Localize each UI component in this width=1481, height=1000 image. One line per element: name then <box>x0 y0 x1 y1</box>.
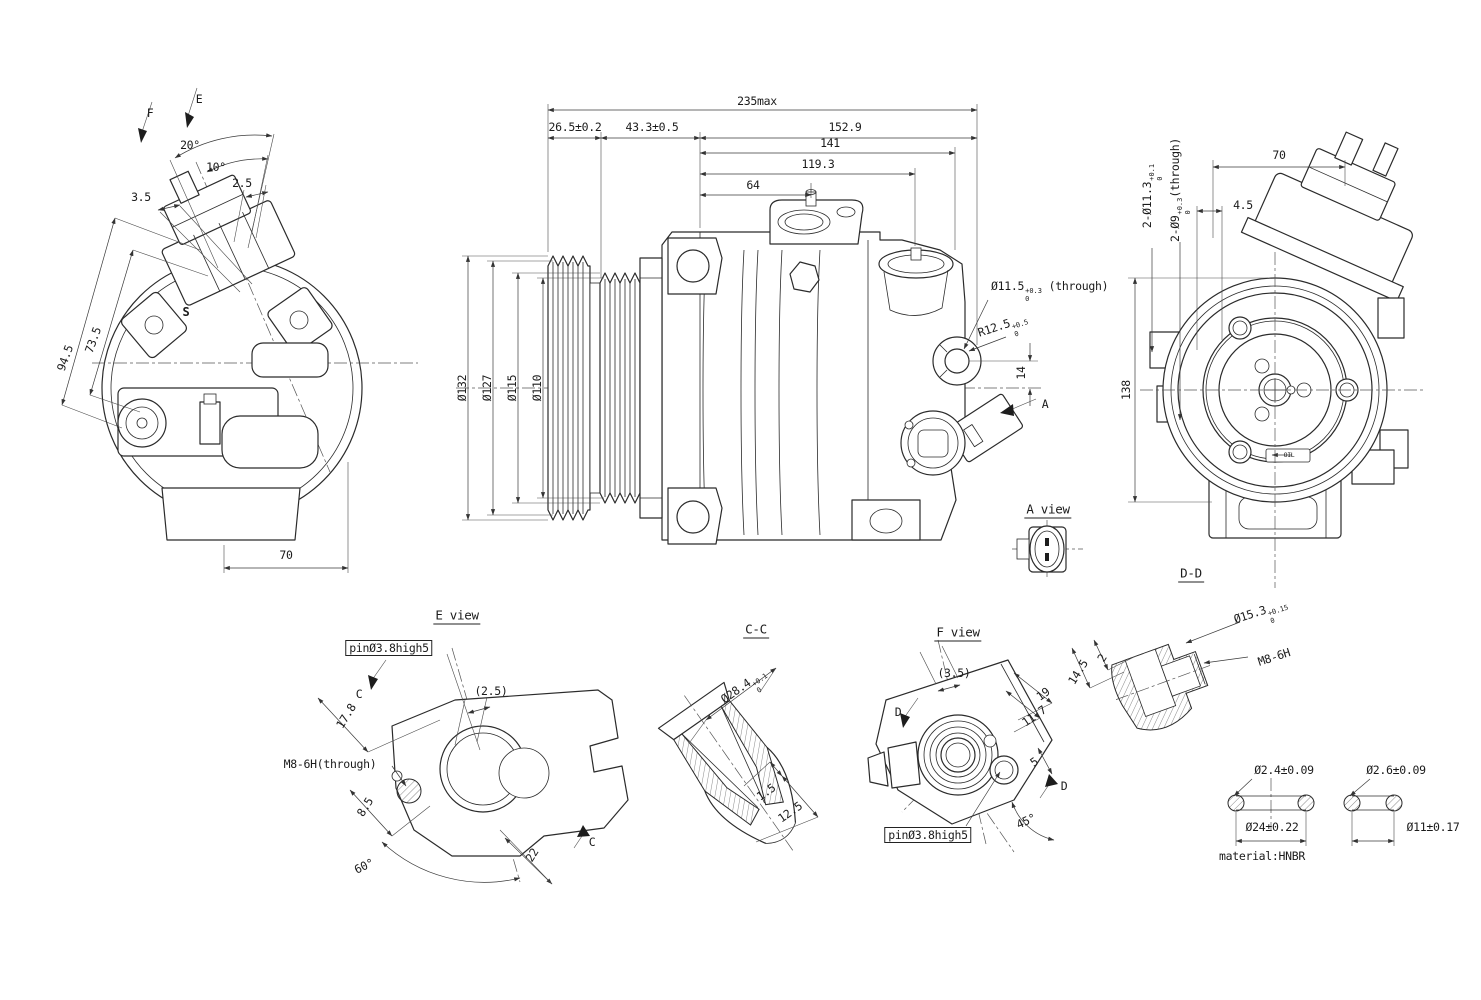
dim-119-3: 119.3 <box>801 157 835 171</box>
dim-26-5: 26.5±0.2 <box>548 120 602 134</box>
oring-right-od: Ø11±0.17 <box>1406 820 1460 834</box>
d-d-section-label: D-D <box>1178 565 1204 583</box>
dim-total-length: 235max <box>737 94 777 108</box>
o-ring-right <box>1343 778 1403 846</box>
d-d-detail <box>1071 621 1249 731</box>
dim-152-9: 152.9 <box>828 120 862 134</box>
dim-3-5: 3.5 <box>131 190 151 204</box>
dia-132: Ø132 <box>455 374 469 402</box>
section-arrow-a-label: A <box>1041 397 1049 411</box>
left-side-view <box>61 87 418 573</box>
oring-left-od: Ø24±0.22 <box>1245 820 1299 834</box>
oring-right-cs: Ø2.6±0.09 <box>1366 763 1426 777</box>
dim-4-5: 4.5 <box>1233 198 1253 212</box>
section-mark-d-left: D <box>894 705 902 719</box>
e-view-title: E view <box>433 607 481 625</box>
e-view <box>317 647 629 885</box>
dim-138: 138 <box>1119 380 1133 400</box>
dia-115: Ø115 <box>505 374 519 402</box>
dim-141: 141 <box>820 136 840 150</box>
dim-angle-10: 10° <box>206 160 226 174</box>
c-c-section <box>657 667 819 852</box>
view-arrow-f-label: F <box>146 106 154 120</box>
front-view <box>1128 131 1425 588</box>
dim-2-5: 2.5 <box>232 176 252 190</box>
pin-note-f: pinØ3.8high5 <box>884 827 972 843</box>
pin-note-e: pinØ3.8high5 <box>345 640 433 656</box>
section-mark-d-right: D <box>1060 779 1068 793</box>
material-note: material:HNBR <box>1218 849 1306 863</box>
dim-3-5-ref: (3.5) <box>937 666 971 680</box>
dim-64: 64 <box>746 178 760 192</box>
oring-left-cs: Ø2.4±0.09 <box>1254 763 1314 777</box>
dim-14: 14 <box>1014 366 1028 380</box>
dim-angle-20: 20° <box>180 138 200 152</box>
f-view-title: F view <box>934 624 982 642</box>
dim-70-front: 70 <box>1272 148 1286 162</box>
o-ring-left <box>1227 778 1315 846</box>
a-view-title: A view <box>1024 501 1072 519</box>
c-c-title: C-C <box>743 621 769 639</box>
dim-43-3: 43.3±0.5 <box>625 120 679 134</box>
main-side-view <box>456 104 1042 545</box>
view-arrow-e-label: E <box>195 92 203 106</box>
oil-tag: OIL <box>1283 451 1295 459</box>
dia-110: Ø110 <box>530 374 544 402</box>
section-mark-c-top: C <box>355 687 363 701</box>
dim-2-5-ref: (2.5) <box>474 684 508 698</box>
section-mark-c-bottom: C <box>588 835 596 849</box>
dia-127: Ø127 <box>480 374 494 402</box>
f-view <box>867 639 1058 853</box>
marking-s: S <box>182 305 190 319</box>
a-view-sketch <box>1012 520 1083 580</box>
thread-note-e: M8-6H(through) <box>283 757 377 771</box>
dim-70-left: 70 <box>279 548 293 562</box>
